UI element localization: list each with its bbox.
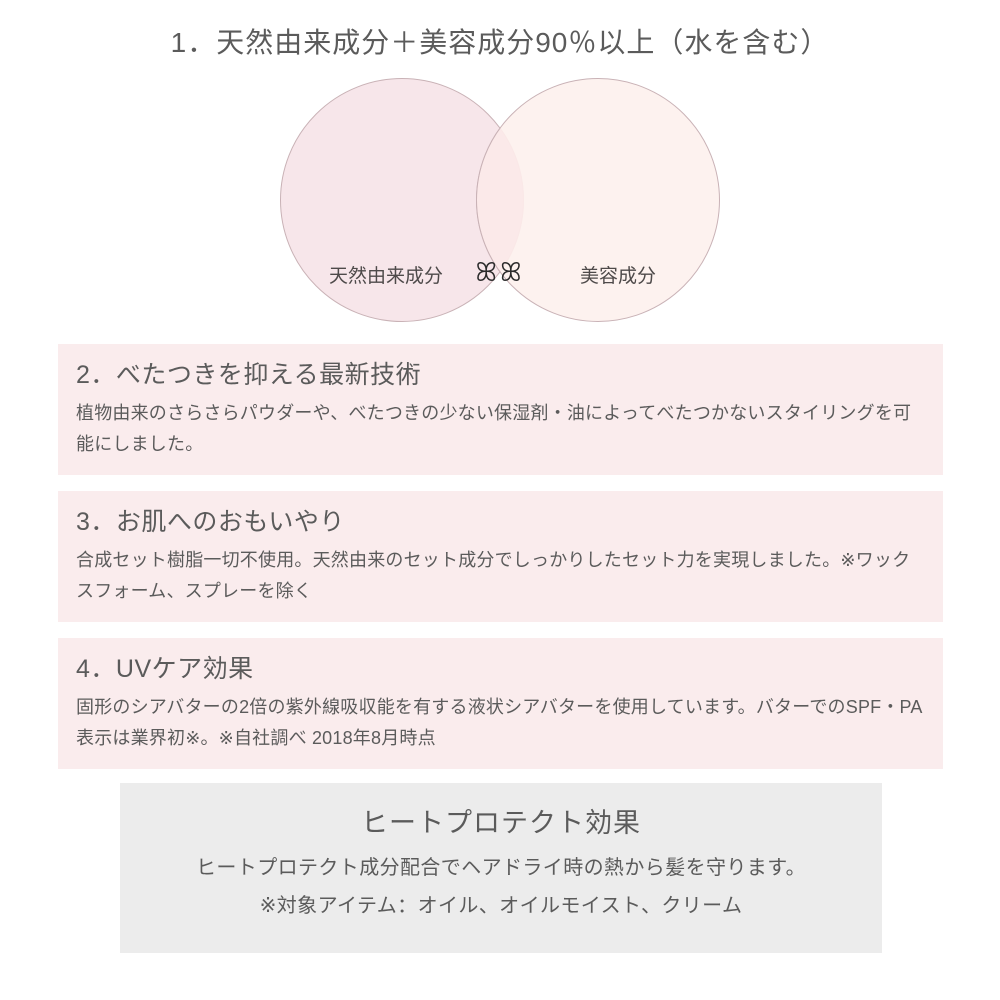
feature-box-3: 3．お肌へのおもいやり 合成セット樹脂一切不使用。天然由来のセット成分でしっかり… [58, 491, 943, 622]
feature-4-body: 固形のシアバターの2倍の紫外線吸収能を有する液状シアバターを使用しています。バタ… [76, 697, 923, 748]
venn-label-right: 美容成分 [579, 266, 656, 287]
feature-2-heading: 2．べたつきを抑える最新技術 [76, 361, 422, 389]
heat-protect-title: ヒートプロテクト効果 [361, 808, 641, 838]
feature-2-body: 植物由来のさらさらパウダーや、べたつきの少ない保湿剤・油によってべたつかないスタ… [76, 403, 912, 454]
heat-protect-line-2: ※対象アイテム：オイル、オイルモイスト、クリーム [259, 895, 743, 917]
heat-protect-box: ヒートプロテクト効果 ヒートプロテクト成分配合でヘアドライ時の熱から髪を守ります… [120, 783, 882, 953]
section-1-title: 1．天然由来成分＋美容成分90％以上（水を含む） [170, 27, 830, 58]
venn-label-center: ꕤꕤ [475, 258, 525, 287]
feature-4-heading: 4．UVケア効果 [76, 655, 254, 683]
feature-box-2: 2．べたつきを抑える最新技術 植物由来のさらさらパウダーや、べたつきの少ない保湿… [58, 344, 943, 475]
feature-box-4: 4．UVケア効果 固形のシアバターの2倍の紫外線吸収能を有する液状シアバターを使… [58, 638, 943, 769]
heat-protect-line-1: ヒートプロテクト成分配合でヘアドライ時の熱から髪を守ります。 [196, 857, 806, 879]
feature-3-body: 合成セット樹脂一切不使用。天然由来のセット成分でしっかりしたセット力を実現しまし… [76, 550, 911, 601]
venn-diagram: 天然由来成分 ꕤꕤ 美容成分 [280, 78, 720, 322]
venn-label-left: 天然由来成分 [328, 266, 443, 287]
venn-overlap-region [476, 78, 524, 322]
venn-circles-graphic [280, 78, 720, 322]
feature-3-heading: 3．お肌へのおもいやり [76, 508, 345, 536]
